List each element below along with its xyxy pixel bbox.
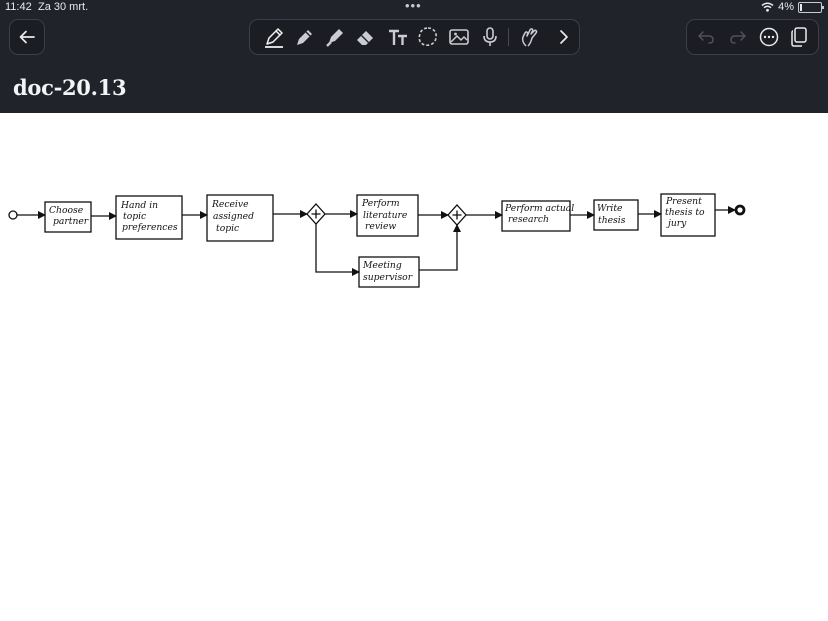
status-right: 4%	[761, 1, 824, 13]
toolbar-divider	[508, 28, 509, 46]
task-label-line: topic	[123, 211, 146, 222]
handwritten-bpmn-diagram: Choose partner Hand in topic preferences…	[8, 193, 746, 288]
status-time: 11:42	[5, 1, 32, 13]
text-icon[interactable]	[386, 25, 410, 49]
eraser-icon[interactable]	[354, 25, 378, 49]
sequence-flows	[17, 206, 736, 276]
battery-percent: 4%	[778, 1, 794, 13]
task-label-line: Perform	[361, 198, 400, 209]
pages-icon[interactable]	[787, 25, 811, 49]
task-label-line: Present	[665, 196, 702, 207]
task-label-line: Hand in	[120, 200, 158, 211]
chevron-right-icon[interactable]	[551, 25, 575, 49]
task-label-line: jury	[666, 218, 687, 229]
arrow-left-icon	[19, 30, 35, 44]
multitasking-dots-icon[interactable]: •••	[405, 0, 422, 13]
drawing-toolbar	[249, 19, 580, 55]
wifi-icon	[761, 2, 774, 12]
end-event	[734, 204, 746, 216]
task-label-line: thesis to	[665, 207, 705, 218]
pen-icon[interactable]	[262, 25, 286, 49]
task-label-line: Perform actual	[504, 203, 574, 214]
gateway-plus-icon	[311, 209, 321, 219]
image-icon[interactable]	[447, 25, 471, 49]
task-label-line: thesis	[598, 215, 626, 226]
task-label-line: review	[365, 221, 396, 232]
task-label-line: Receive	[211, 199, 249, 210]
more-icon[interactable]	[757, 25, 781, 49]
status-date: Za 30 mrt.	[38, 1, 89, 13]
task-label-line: topic	[216, 223, 239, 234]
task-label-line: assigned	[213, 211, 254, 222]
undo-icon[interactable]	[694, 25, 718, 49]
touch-draw-icon[interactable]	[518, 25, 542, 49]
task-label-line: supervisor	[363, 272, 413, 283]
document-title[interactable]: doc-20.13	[13, 75, 127, 100]
task-label-line: Choose	[49, 205, 84, 216]
start-event	[8, 210, 18, 220]
redo-icon[interactable]	[726, 25, 750, 49]
back-button[interactable]	[9, 19, 45, 55]
microphone-icon[interactable]	[478, 25, 502, 49]
app-header: 11:42 Za 30 mrt. ••• 4%	[0, 0, 828, 113]
gateway-plus-icon	[452, 210, 462, 220]
battery-icon	[798, 1, 824, 13]
pencil-icon[interactable]	[293, 25, 317, 49]
lasso-icon[interactable]	[416, 25, 440, 49]
task-label-line: Meeting	[362, 260, 402, 271]
task-label-line: preferences	[122, 222, 178, 233]
task-label-line: partner	[53, 216, 89, 227]
action-toolbar	[686, 19, 819, 55]
task-label-line: literature	[363, 210, 408, 221]
task-label-line: research	[508, 214, 549, 225]
task-label-line: Write	[597, 203, 623, 214]
status-bar: 11:42 Za 30 mrt. ••• 4%	[0, 0, 828, 16]
highlighter-icon[interactable]	[323, 25, 347, 49]
